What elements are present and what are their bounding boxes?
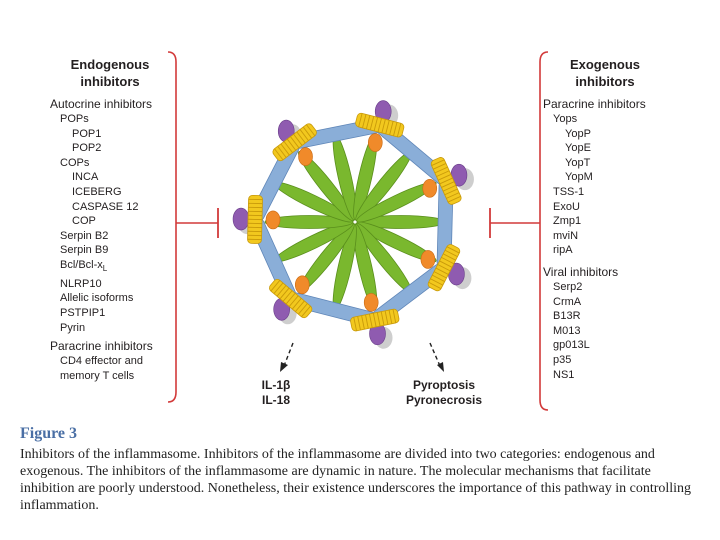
exogenous-viral-item: M013 bbox=[553, 324, 581, 337]
exogenous-paracrine-item: Yops bbox=[553, 113, 578, 125]
endogenous-bracket bbox=[167, 51, 177, 403]
exogenous-paracrine-item: YopE bbox=[565, 142, 591, 155]
endogenous-autocrine-item: Serpin B9 bbox=[60, 244, 109, 257]
asc-spring bbox=[427, 244, 461, 292]
endogenous-autocrine-item: POPs bbox=[60, 113, 89, 125]
il18-label: IL-18 bbox=[261, 393, 290, 407]
asc-spring bbox=[272, 123, 317, 162]
cell-death-arrow bbox=[429, 342, 444, 372]
exogenous-viral-item: Serp2 bbox=[553, 280, 583, 293]
exogenous-viral-item: B13R bbox=[553, 310, 581, 323]
pyronecrosis-label: Pyronecrosis bbox=[405, 393, 483, 407]
asc-spring bbox=[247, 194, 263, 244]
exogenous-paracrine-item: ExoU bbox=[553, 200, 580, 213]
pyroptosis-label: Pyroptosis bbox=[412, 378, 475, 392]
card-domain bbox=[298, 147, 313, 166]
exogenous-paracrine-item: mviN bbox=[553, 229, 579, 242]
nacht-spoke bbox=[356, 221, 437, 263]
endogenous-autocrine-item: ICEBERG bbox=[72, 185, 122, 198]
endogenous-autocrine-item: NLRP10 bbox=[60, 277, 102, 290]
endogenous-paracrine-item: CD4 effector and bbox=[60, 355, 143, 368]
exogenous-viral-item: gp013L bbox=[553, 339, 590, 352]
card-domain bbox=[420, 250, 436, 269]
asc-spring bbox=[350, 308, 400, 332]
asc-spring bbox=[269, 278, 313, 319]
endogenous-autocrine-item: POP2 bbox=[72, 142, 102, 155]
exogenous-paracrine-item: YopP bbox=[565, 127, 591, 140]
card-domain bbox=[367, 133, 383, 152]
endogenous-heading: Endogenous inhibitors bbox=[50, 56, 170, 90]
exogenous-heading-line2: inhibitors bbox=[575, 74, 635, 89]
exogenous-viral-item: NS1 bbox=[553, 368, 575, 381]
asc-spring bbox=[430, 157, 462, 205]
exogenous-paracrine-item: Zmp1 bbox=[553, 215, 582, 228]
il1b-label: IL-1β bbox=[261, 378, 291, 392]
endogenous-autocrine-item: COP bbox=[72, 215, 96, 228]
card-domain bbox=[363, 293, 379, 312]
exogenous-section-paracrine-title: Paracrine inhibitors bbox=[543, 97, 646, 111]
card-domain bbox=[294, 275, 310, 295]
endogenous-autocrine-item: COPs bbox=[60, 156, 90, 169]
endogenous-heading-line1: Endogenous bbox=[70, 57, 150, 72]
exogenous-bracket bbox=[539, 51, 549, 411]
cell-death-output: Pyroptosis Pyronecrosis bbox=[396, 378, 492, 408]
endogenous-autocrine-item: Serpin B2 bbox=[60, 229, 109, 242]
exogenous-section-viral-title: Viral inhibitors bbox=[543, 264, 619, 279]
endogenous-section-autocrine-title: Autocrine inhibitors bbox=[50, 97, 153, 111]
endogenous-section-paracrine-title: Paracrine inhibitors bbox=[50, 339, 153, 354]
card-domain bbox=[422, 179, 438, 198]
inflammasome-diagram bbox=[167, 51, 549, 411]
endogenous-autocrine-item: INCA bbox=[72, 171, 99, 184]
card-domain bbox=[265, 210, 281, 230]
endogenous-autocrine-item: Bcl/Bcl-xL bbox=[60, 258, 108, 274]
asc-spring bbox=[355, 112, 405, 138]
figure-label: Figure 3 bbox=[20, 425, 78, 442]
endogenous-heading-line2: inhibitors bbox=[80, 74, 140, 89]
nacht-spoke bbox=[298, 150, 355, 222]
exogenous-viral-item: CrmA bbox=[553, 295, 582, 308]
cytokine-output: IL-1β IL-18 bbox=[248, 378, 304, 408]
cytokine-arrow bbox=[280, 342, 294, 372]
endogenous-autocrine-item: PSTPIP1 bbox=[60, 306, 106, 319]
exogenous-viral-item: p35 bbox=[553, 353, 572, 366]
endogenous-autocrine-item: POP1 bbox=[72, 127, 102, 140]
exogenous-heading-line1: Exogenous bbox=[569, 57, 641, 72]
figure-caption: Inhibitors of the inflammasome. Inhibito… bbox=[20, 447, 692, 513]
exogenous-paracrine-item: ripA bbox=[553, 244, 573, 257]
endogenous-paracrine-item: memory T cells bbox=[60, 369, 135, 382]
nacht-spoke bbox=[264, 215, 354, 229]
nacht-spoke bbox=[356, 181, 437, 223]
exogenous-paracrine-item: TSS-1 bbox=[553, 185, 585, 198]
endogenous-autocrine-item: CASPASE 12 bbox=[72, 200, 139, 213]
exogenous-paracrine-item: YopT bbox=[565, 156, 591, 169]
exogenous-heading: Exogenous inhibitors bbox=[545, 56, 665, 90]
pyd-domain bbox=[232, 207, 250, 231]
exogenous-paracrine-item: YopM bbox=[565, 171, 593, 184]
endogenous-autocrine-item: Allelic isoforms bbox=[60, 292, 134, 305]
endogenous-autocrine-item: Pyrin bbox=[60, 321, 86, 334]
inflammasome-complex bbox=[232, 100, 474, 349]
